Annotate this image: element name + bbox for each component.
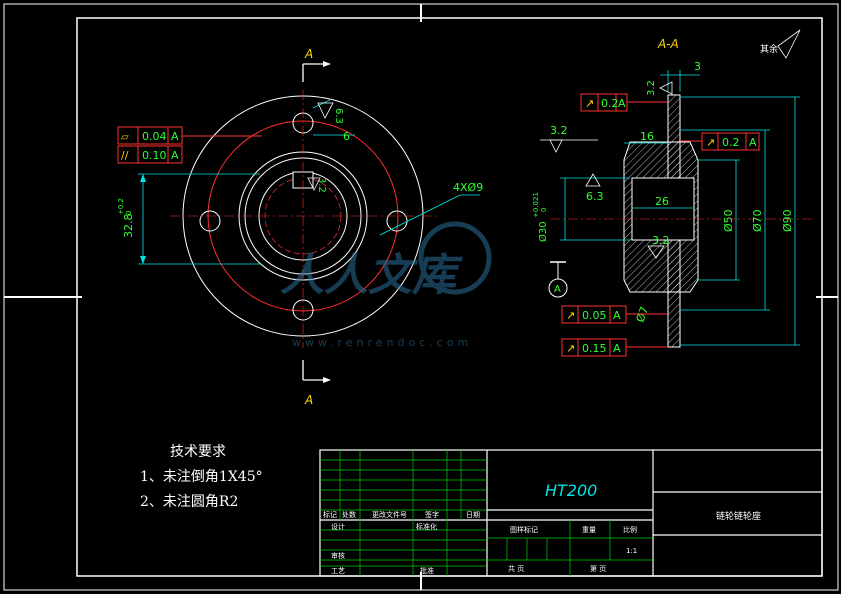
dim-d30: Ø30 xyxy=(537,221,549,242)
tb-review: 审核 xyxy=(331,551,345,560)
dim-d30-tol-lower: 0 xyxy=(540,208,548,212)
material: HT200 xyxy=(545,481,597,500)
tol-ro2-value: 0.2 xyxy=(722,136,740,149)
dim-d30-tol-upper: +0.021 xyxy=(532,192,540,218)
dim-d50: Ø50 xyxy=(722,209,735,232)
dim-holes: 4XØ9 xyxy=(453,181,483,194)
tol-ro2-ref: A xyxy=(749,136,757,149)
tol-ro3-symbol: ↗ xyxy=(566,309,575,322)
dim-d90: Ø90 xyxy=(781,209,794,232)
tb-total: 共 页 xyxy=(508,564,524,573)
watermark: 人人文库 www.renrendoc.com xyxy=(280,221,492,349)
dim-32-8-tol-upper: +0.2 xyxy=(117,198,125,215)
tb-zone: 更改文件号 xyxy=(372,510,407,519)
tb-date: 日期 xyxy=(466,511,480,519)
rough-top: 6.3 xyxy=(333,108,344,124)
tol-ro1-value: 0.2 xyxy=(601,97,619,110)
tol-par-symbol: // xyxy=(121,149,129,162)
centering-marks xyxy=(4,4,838,590)
tb-stage: 图样标记 xyxy=(510,525,538,534)
rough-note: 其余 xyxy=(760,43,778,55)
watermark-logo: 人人文库 xyxy=(280,250,463,301)
title-block: HT200 链轮链轮座 标记 处数 更改文件号 签字 日期 设计 标准化 审核 … xyxy=(319,449,823,577)
tol-ro4-symbol: ↗ xyxy=(566,342,575,355)
section-mark-a-bottom: A xyxy=(304,393,313,407)
dim-6: 6 xyxy=(343,130,350,143)
rough-inner: 3.2 xyxy=(652,234,670,247)
datum-a: A xyxy=(554,284,561,295)
tech-title: 技术要求 xyxy=(170,444,226,460)
section-title-aa: A-A xyxy=(657,37,679,51)
rough-bore: 6.3 xyxy=(586,190,604,203)
dim-32-8-tol-lower: 0 xyxy=(125,211,133,215)
rough-flange: 3.2 xyxy=(646,80,657,96)
tb-std: 标准化 xyxy=(416,522,437,531)
tb-sheet: 第 页 xyxy=(590,564,606,573)
tb-scale: 比例 xyxy=(623,525,637,534)
tb-sign: 签字 xyxy=(425,510,439,519)
tol-flat-ref: A xyxy=(171,130,179,143)
dim-32-8: 32.8 xyxy=(122,214,135,239)
tol-ro3-ref: A xyxy=(613,309,621,322)
front-view: A A 32.8 +0.2 0 6 4XØ9 6.3 3.2 ▱ 0.04 xyxy=(117,47,483,407)
tol-par-ref: A xyxy=(171,149,179,162)
tol-ro3-value: 0.05 xyxy=(582,309,607,322)
dim-16: 16 xyxy=(640,130,654,143)
watermark-url: www.renrendoc.com xyxy=(292,336,472,349)
tb-process: 工艺 xyxy=(331,567,345,575)
tol-par-value: 0.10 xyxy=(142,149,167,162)
tb-mark: 标记 xyxy=(323,510,337,519)
dim-3: 3 xyxy=(694,60,701,73)
technical-requirements: 技术要求 1、未注倒角1X45° 2、未注圆角R2 xyxy=(140,440,263,515)
tol-ro2-symbol: ↗ xyxy=(706,136,715,149)
tb-design: 设计 xyxy=(331,522,345,531)
tb-weight: 重量 xyxy=(582,526,596,534)
rough-key: 3.2 xyxy=(316,177,327,193)
tb-scale-value: 1:1 xyxy=(626,547,637,555)
tol-flat-symbol: ▱ xyxy=(121,132,129,143)
dim-d70: Ø70 xyxy=(751,209,764,232)
tol-ro1-symbol: ↗ xyxy=(585,97,594,110)
tech-line-1: 1、未注倒角1X45° xyxy=(140,469,263,485)
center-lines xyxy=(170,90,440,348)
dim-26: 26 xyxy=(655,195,669,208)
section-view: A-A 3 16 xyxy=(532,29,815,357)
tol-flat-value: 0.04 xyxy=(142,130,167,143)
part-name: 链轮链轮座 xyxy=(716,510,761,522)
tol-ro4-ref: A xyxy=(613,342,621,355)
tol-ro4-value: 0.15 xyxy=(582,342,607,355)
section-mark-a-top: A xyxy=(304,47,313,61)
tol-ro1-ref: A xyxy=(618,97,626,110)
tb-approve: 批准 xyxy=(420,566,434,575)
rough-main: 3.2 xyxy=(550,124,568,137)
tb-count: 处数 xyxy=(342,510,356,519)
tech-line-2: 2、未注圆角R2 xyxy=(140,494,239,510)
